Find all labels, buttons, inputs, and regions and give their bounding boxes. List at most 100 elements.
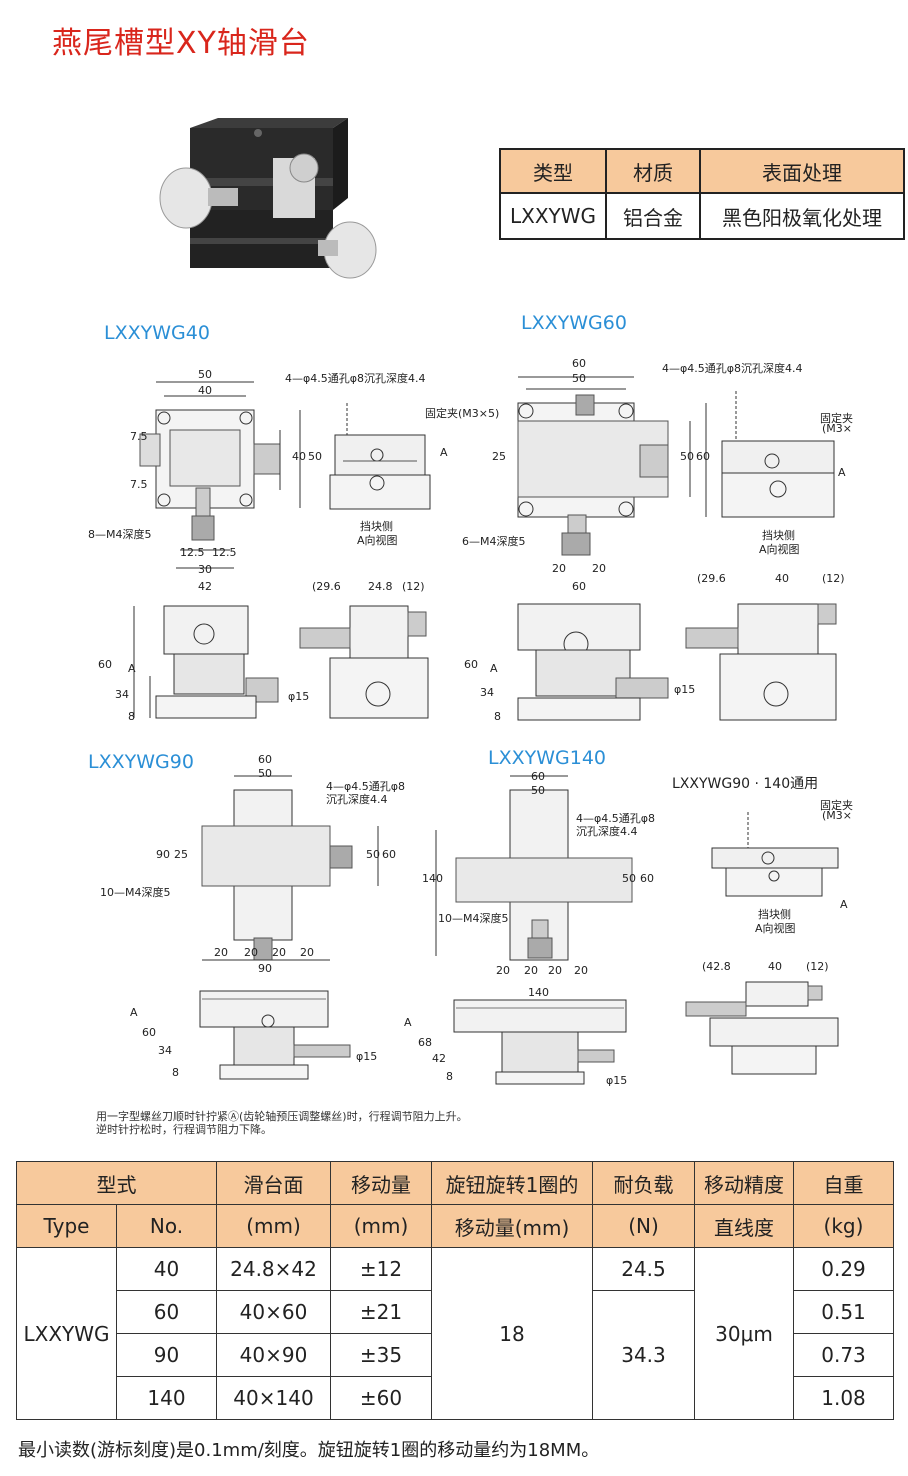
spec-h-accuracy: 移动精度 xyxy=(694,1161,794,1205)
dim-140-140: 140 xyxy=(528,986,549,999)
spec-no-40: 40 xyxy=(116,1247,217,1291)
clamp-note-40: 固定夹(M3×5) xyxy=(425,407,500,420)
hole-note-60: 4—φ4.5通孔φ8沉孔深度4.4 xyxy=(662,362,803,375)
stop-side-common: 挡块侧 xyxy=(758,908,791,921)
dim-40-50v: 50 xyxy=(308,450,322,463)
dim-60-12: (12) xyxy=(822,572,845,585)
dim-40-7-5a: 7.5 xyxy=(130,430,148,443)
dim-40-12-5b: 12.5 xyxy=(212,546,237,559)
footer-note: 最小读数(游标刻度)是0.1mm/刻度。旋钮旋转1圈的移动量约为18MM。 xyxy=(18,1440,600,1461)
stop-side-60: 挡块侧 xyxy=(762,529,795,542)
spec-travel-90: ±35 xyxy=(330,1333,432,1377)
spec-h2-straight: 直线度 xyxy=(694,1204,794,1248)
model-title-common: LXXYWG90 · 140通用 xyxy=(672,776,819,792)
dim-60-40: 40 xyxy=(775,572,789,585)
page-title: 燕尾槽型XY轴滑台 xyxy=(52,26,310,61)
spec-table: 型式 滑台面 移动量 旋钮旋转1圈的 耐负载 移动精度 自重 Type No. … xyxy=(16,1161,894,1420)
dim-60-20a: 20 xyxy=(552,562,566,575)
view-a-common: A向视图 xyxy=(755,922,796,935)
dim-140-20a: 20 xyxy=(496,964,510,977)
header-surface: 表面处理 xyxy=(699,148,905,194)
spec-accuracy: 30μm xyxy=(694,1247,794,1420)
view-a-40: A向视图 xyxy=(357,534,398,547)
dim-40-30: 30 xyxy=(198,563,212,576)
phi15-60: φ15 xyxy=(674,683,696,696)
dim-60-60h: 60 xyxy=(572,580,586,593)
phi15-40: φ15 xyxy=(288,690,310,703)
dim-140-140v: 140 xyxy=(422,872,443,885)
dim-90-60: 60 xyxy=(258,753,272,766)
model-title-90: LXXYWG90 xyxy=(88,751,194,773)
dim-40-8: 8 xyxy=(128,710,135,723)
dim-140-68: 68 xyxy=(418,1036,432,1049)
drawing-common-side xyxy=(685,981,839,1075)
drawing-40-aview xyxy=(329,403,431,510)
dim-40-40v: 40 xyxy=(292,450,306,463)
arrow-a-60: A xyxy=(490,662,498,675)
dim-60-50: 50 xyxy=(572,372,586,385)
spec-h-travel: 移动量 xyxy=(330,1161,432,1205)
dim-60-60vb: 60 xyxy=(464,658,478,671)
dim-40-42: 42 xyxy=(198,580,212,593)
dim-90-8: 8 xyxy=(172,1066,179,1079)
dim-140-60: 60 xyxy=(531,770,545,783)
spec-h2-weight-unit: (kg) xyxy=(793,1204,894,1248)
drawing-90-top xyxy=(201,775,379,961)
arrow-a-140: A xyxy=(404,1016,412,1029)
dim-140-20c: 20 xyxy=(548,964,562,977)
spec-travel-60: ±21 xyxy=(330,1290,432,1334)
view-a-60: A向视图 xyxy=(759,543,800,556)
dim-140-60v: 60 xyxy=(640,872,654,885)
dim-60-60: 60 xyxy=(572,357,586,370)
dim-140-20b: 20 xyxy=(524,964,538,977)
spec-surface-40: 24.8×42 xyxy=(216,1247,331,1291)
spec-weight-140: 1.08 xyxy=(793,1376,894,1420)
spec-load-40: 24.5 xyxy=(592,1247,695,1291)
model-title-40: LXXYWG40 xyxy=(104,322,210,344)
hole-note-40: 4—φ4.5通孔φ8沉孔深度4.4 xyxy=(285,372,426,385)
dim-90-60f: 60 xyxy=(142,1026,156,1039)
dim-60-50v: 50 xyxy=(680,450,694,463)
drawing-common-aview xyxy=(711,812,839,897)
drawing-60-front-side xyxy=(517,603,837,721)
spec-h-load: 耐负载 xyxy=(592,1161,695,1205)
circle-a-60: A xyxy=(838,466,846,479)
dim-40-29-6: (29.6 xyxy=(312,580,341,593)
dim-140-20d: 20 xyxy=(574,964,588,977)
spec-surface-60: 40×60 xyxy=(216,1290,331,1334)
spec-h2-perrev: 移动量(mm) xyxy=(431,1204,593,1248)
stop-side-40: 挡块侧 xyxy=(360,520,393,533)
note-line-2: 逆时针拧松时，行程调节阻力下降。 xyxy=(96,1123,272,1136)
arrow-a-90: A xyxy=(130,1006,138,1019)
spec-surface-90: 40×90 xyxy=(216,1333,331,1377)
dim-40-7-5b: 7.5 xyxy=(130,478,148,491)
dim-90-50: 50 xyxy=(258,767,272,780)
hole-note-140a: 4—φ4.5通孔φ8 xyxy=(576,812,656,825)
spec-perrev: 18 xyxy=(431,1247,593,1420)
dim-90-50v: 50 xyxy=(366,848,380,861)
dim-90-90: 90 xyxy=(258,962,272,975)
dim-60-34: 34 xyxy=(480,686,494,699)
dim-140-42: 42 xyxy=(432,1052,446,1065)
m4-note-60: 6—M4深度5 xyxy=(462,535,526,548)
dim-90-20c: 20 xyxy=(272,946,286,959)
spec-no-60: 60 xyxy=(116,1290,217,1334)
m4-note-40: 8—M4深度5 xyxy=(88,528,152,541)
drawing-60-top xyxy=(517,376,707,556)
drawing-90-front xyxy=(199,990,351,1080)
drawing-40-front-side xyxy=(133,605,429,719)
spec-h-perrev: 旋钮旋转1圈的 xyxy=(431,1161,593,1205)
spec-h-weight: 自重 xyxy=(793,1161,894,1205)
header-material: 材质 xyxy=(605,148,701,194)
dim-40-60v: 60 xyxy=(98,658,112,671)
phi15-90: φ15 xyxy=(356,1050,378,1063)
hole-note-140b: 沉孔深度4.4 xyxy=(576,825,638,838)
dim-90-20d: 20 xyxy=(300,946,314,959)
dim-40-40: 40 xyxy=(198,384,212,397)
spec-travel-140: ±60 xyxy=(330,1376,432,1420)
spec-h2-load-unit: (N) xyxy=(592,1204,695,1248)
dim-140-50: 50 xyxy=(531,784,545,797)
product-photo xyxy=(159,118,377,279)
circle-a-40: A xyxy=(440,446,448,459)
dim-60-8: 8 xyxy=(494,710,501,723)
